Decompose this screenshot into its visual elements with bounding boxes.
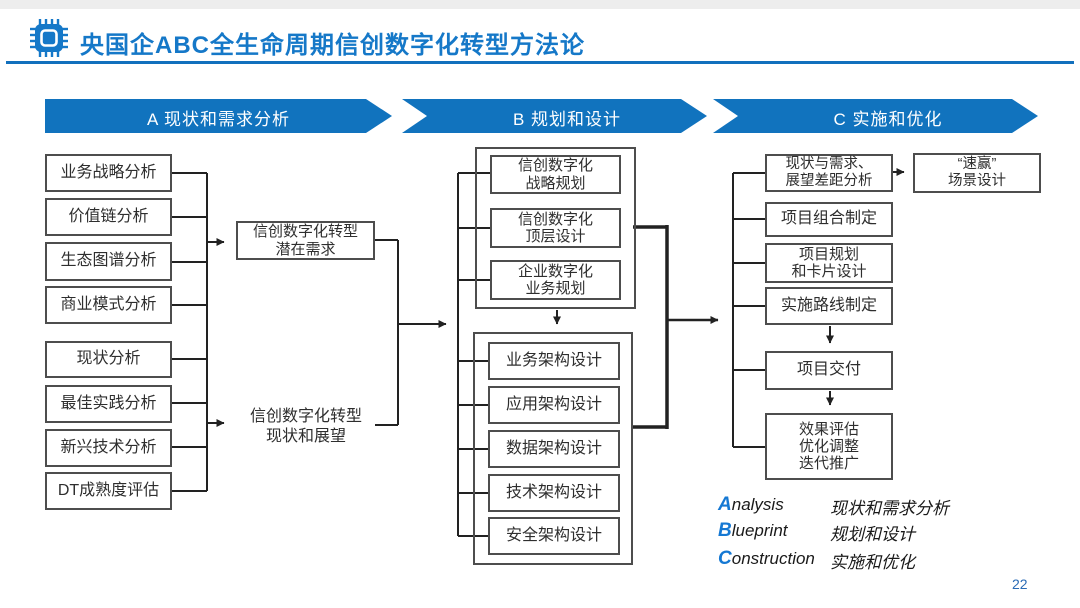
top-strip <box>0 0 1080 9</box>
box-ecosystem-map-analysis: 生态图谱分析 <box>45 242 172 281</box>
chip-icon <box>30 19 68 57</box>
title-underline <box>6 61 1074 64</box>
box-security-architecture: 安全架构设计 <box>488 517 620 555</box>
legend-desc-blueprint: 规划和设计 <box>830 525 915 544</box>
box-gap-analysis: 现状与需求、 展望差距分析 <box>765 154 893 192</box>
box-xc-strategy-planning: 信创数字化 战略规划 <box>490 155 621 194</box>
legend-blueprint: Blueprint 规划和设计 <box>718 520 915 544</box>
box-evaluation-iteration: 效果评估 优化调整 迭代推广 <box>765 413 893 480</box>
phase-b-header: B 规划和设计 <box>512 109 622 129</box>
legend-letter-c: C <box>718 548 732 569</box>
box-project-portfolio: 项目组合制定 <box>765 202 893 237</box>
legend-analysis: Analysis 现状和需求分析 <box>718 494 949 518</box>
box-business-architecture: 业务架构设计 <box>488 342 620 380</box>
box-business-strategy-analysis: 业务战略分析 <box>45 154 172 192</box>
box-technology-architecture: 技术架构设计 <box>488 474 620 512</box>
box-value-chain-analysis: 价值链分析 <box>45 198 172 236</box>
b-to-c-bracket <box>633 225 669 429</box>
box-quick-win-design: “速赢” 场景设计 <box>913 153 1041 193</box>
legend-letter-b: B <box>718 520 732 541</box>
phase-chevrons <box>45 99 1038 133</box>
box-dt-maturity-assessment: DT成熟度评估 <box>45 472 172 510</box>
box-implementation-roadmap: 实施路线制定 <box>765 287 893 325</box>
box-xc-top-level-design: 信创数字化 顶层设计 <box>490 208 621 248</box>
page-title: 央国企ABC全生命周期信创数字化转型方法论 <box>80 32 585 59</box>
phase-a-header: A 现状和需求分析 <box>146 109 291 129</box>
planning-strategy-container <box>475 147 636 309</box>
box-enterprise-biz-planning: 企业数字化 业务规划 <box>490 260 621 300</box>
box-data-architecture: 数据架构设计 <box>488 430 620 468</box>
box-project-planning-cards: 项目规划 和卡片设计 <box>765 243 893 283</box>
box-current-state-analysis: 现状分析 <box>45 341 172 378</box>
legend-desc-analysis: 现状和需求分析 <box>830 499 949 518</box>
box-project-delivery: 项目交付 <box>765 351 893 390</box>
phase-c-header: C 实施和优化 <box>833 109 943 129</box>
box-best-practice-analysis: 最佳实践分析 <box>45 385 172 423</box>
box-emerging-tech-analysis: 新兴技术分析 <box>45 429 172 467</box>
page-number: 22 <box>1012 576 1028 592</box>
box-business-model-analysis: 商业模式分析 <box>45 286 172 324</box>
text-status-outlook: 信创数字化转型 现状和展望 <box>249 408 362 445</box>
box-application-architecture: 应用架构设计 <box>488 386 620 424</box>
planning-architecture-container <box>473 332 633 565</box>
legend-letter-a: A <box>718 494 732 515</box>
legend-desc-construction: 实施和优化 <box>830 553 915 572</box>
legend-construction: Construction 实施和优化 <box>718 548 915 572</box>
box-potential-demand: 信创数字化转型 潜在需求 <box>236 221 375 260</box>
